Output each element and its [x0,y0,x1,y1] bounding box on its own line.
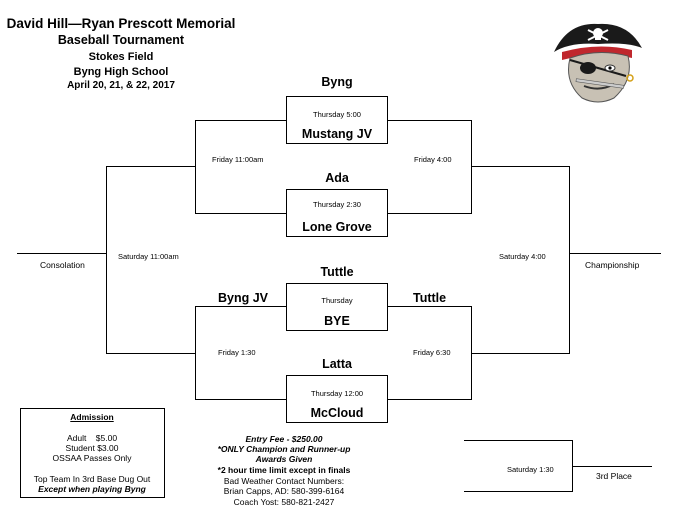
bracket-line [471,120,472,214]
bracket-line [195,120,286,121]
game-1-box [286,96,388,144]
game-4-top-team: Latta [322,357,352,371]
admission-student: Student $3.00 [65,443,119,453]
bracket-line [464,491,572,492]
game-4-time: Thursday 12:00 [310,389,364,398]
game-3-time: Thursday [321,296,353,305]
game-2-box [286,189,388,237]
tournament-dates: April 20, 21, & 22, 2017 [67,80,175,91]
game-4-box [286,375,388,423]
saturday-third-time: Saturday 1:30 [507,465,554,474]
pirate-mascot-icon [548,18,648,106]
tournament-subtitle: Baseball Tournament [57,33,185,47]
bracket-line [388,120,471,121]
venue-field: Stokes Field [88,51,154,63]
bracket-line [195,306,196,400]
friday-right-bottom-time: Friday 6:30 [413,348,451,357]
admission-box [20,408,165,498]
bracket-line [388,306,471,307]
saturday-right-time: Saturday 4:00 [499,252,546,261]
bracket-line [388,213,471,214]
bracket-line [195,306,286,307]
time-limit-note: *2 hour time limit except in finals [217,465,351,475]
game-2-time: Thursday 2:30 [313,200,361,209]
game-1-bottom-team: Mustang JV [301,127,373,141]
admission-ossaa: OSSAA Passes Only [52,453,132,463]
venue-school: Byng High School [73,66,169,78]
championship-label: Championship [585,260,640,270]
bracket-line [106,166,107,354]
bracket-line [195,120,196,214]
bracket-line [106,166,195,167]
saturday-left-time: Saturday 11:00am [118,252,179,261]
game-4-bottom-team: McCloud [310,406,364,420]
bracket-line [195,399,286,400]
bracket-line [569,253,661,254]
game-2-top-team: Ada [325,171,349,185]
admission-dugout: Top Team In 3rd Base Dug Out [33,474,151,484]
bracket-line [17,253,106,254]
game-2-bottom-team: Lone Grove [302,220,372,234]
consolation-label: Consolation [40,260,85,270]
game-1-top-team: Byng [321,75,353,89]
weather-contact-title: Bad Weather Contact Numbers: [223,476,345,486]
bracket-line [388,399,471,400]
friday-right-top-time: Friday 4:00 [414,155,452,164]
contact-yost: Coach Yost: 580-821-2427 [233,497,335,507]
awards-note-1: *ONLY Champion and Runner-up [217,444,351,454]
bracket-line [195,213,286,214]
bracket-line [572,466,652,467]
game-3-bottom-team: BYE [324,314,350,328]
friday-left-top-time: Friday 11:00am [212,155,264,164]
admission-except: Except when playing Byng [38,484,146,494]
game-3-top-team: Tuttle [320,265,354,279]
bracket-line [569,166,570,354]
third-place-label: 3rd Place [596,471,632,481]
bracket-line [471,166,569,167]
contact-capps: Brian Capps, AD: 580-399-6164 [223,486,345,496]
friday-left-bottom-time: Friday 1:30 [218,348,256,357]
game-1-time: Thursday 5:00 [313,110,361,119]
advancer-right-bottom: Tuttle [413,291,447,305]
bracket-line [464,440,572,441]
admission-title: Admission [70,412,114,422]
tournament-title: David Hill—Ryan Prescott Memorial [6,16,236,31]
entry-fee: Entry Fee - $250.00 [245,434,323,444]
bracket-line [106,353,195,354]
awards-note-2: Awards Given [255,454,313,464]
game-3-box [286,283,388,331]
admission-adult: Adult $5.00 [66,433,118,443]
advancer-left-bottom: Byng JV [218,291,269,305]
bracket-line [471,353,569,354]
